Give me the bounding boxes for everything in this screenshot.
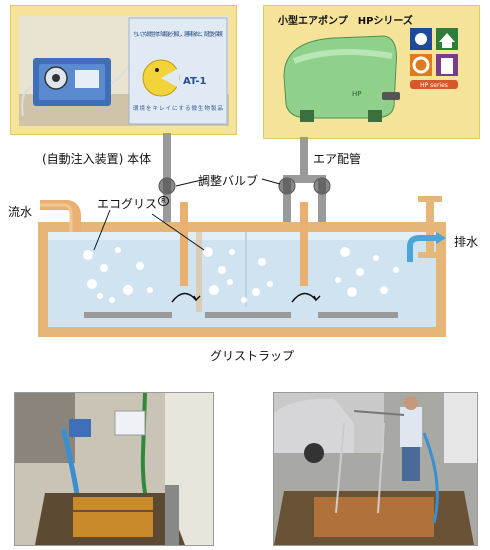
bubbles <box>83 247 399 303</box>
installation-photo-right <box>273 392 478 546</box>
circulation-arrows <box>171 292 321 303</box>
inflow-label: 流水 <box>8 205 33 219</box>
product-rod-2 <box>300 202 308 286</box>
device-name-label: (自動注入装置) 本体 <box>42 152 152 166</box>
valve-label: 調整バルブ <box>198 174 259 188</box>
valve-3 <box>313 177 331 195</box>
parked-car <box>274 398 354 453</box>
brand-label: AT-1 <box>183 76 206 87</box>
box-text-line2: 環境をキレイにする微生物製品 <box>133 104 223 112</box>
trap-water <box>48 232 436 327</box>
product-box-photo <box>114 410 146 436</box>
box-text-line1: ちいさな微生物が油脂を分解し、悪臭除去と、配管を保護 <box>133 30 223 38</box>
outflow-pipe <box>407 196 446 262</box>
air-pump-illustration: HP HP series <box>283 28 458 122</box>
injector-device-illustration: ちいさな微生物が油脂を分解し、悪臭除去と、配管を保護 AT-1 環境をキレイにす… <box>19 16 229 126</box>
valve-1 <box>158 177 176 195</box>
trap-label: グリストラップ <box>210 349 295 363</box>
air-pump-panel: 小型エアポンプ HPシリーズ HP HP series <box>263 5 480 139</box>
pump-label: HP <box>352 90 362 98</box>
product-rod-1 <box>180 202 188 286</box>
grease-trap-diagram <box>38 133 446 337</box>
pump-unit-photo <box>69 419 91 437</box>
air-pipe-main <box>300 137 308 177</box>
outflow-label: 排水 <box>454 235 479 249</box>
worker <box>400 407 422 447</box>
device-photo-panel: ちいさな微生物が油脂を分解し、悪臭除去と、配管を保護 AT-1 環境をキレイにす… <box>10 5 237 135</box>
air-pipe-label: エア配管 <box>313 152 362 166</box>
series-badge: HP series <box>420 82 448 89</box>
air-pump-title: 小型エアポンプ HPシリーズ <box>278 16 413 27</box>
valve-2 <box>278 177 296 195</box>
inflow-pipe <box>40 200 81 232</box>
registered-mark: R <box>158 196 169 206</box>
installation-photo-left <box>14 392 214 546</box>
